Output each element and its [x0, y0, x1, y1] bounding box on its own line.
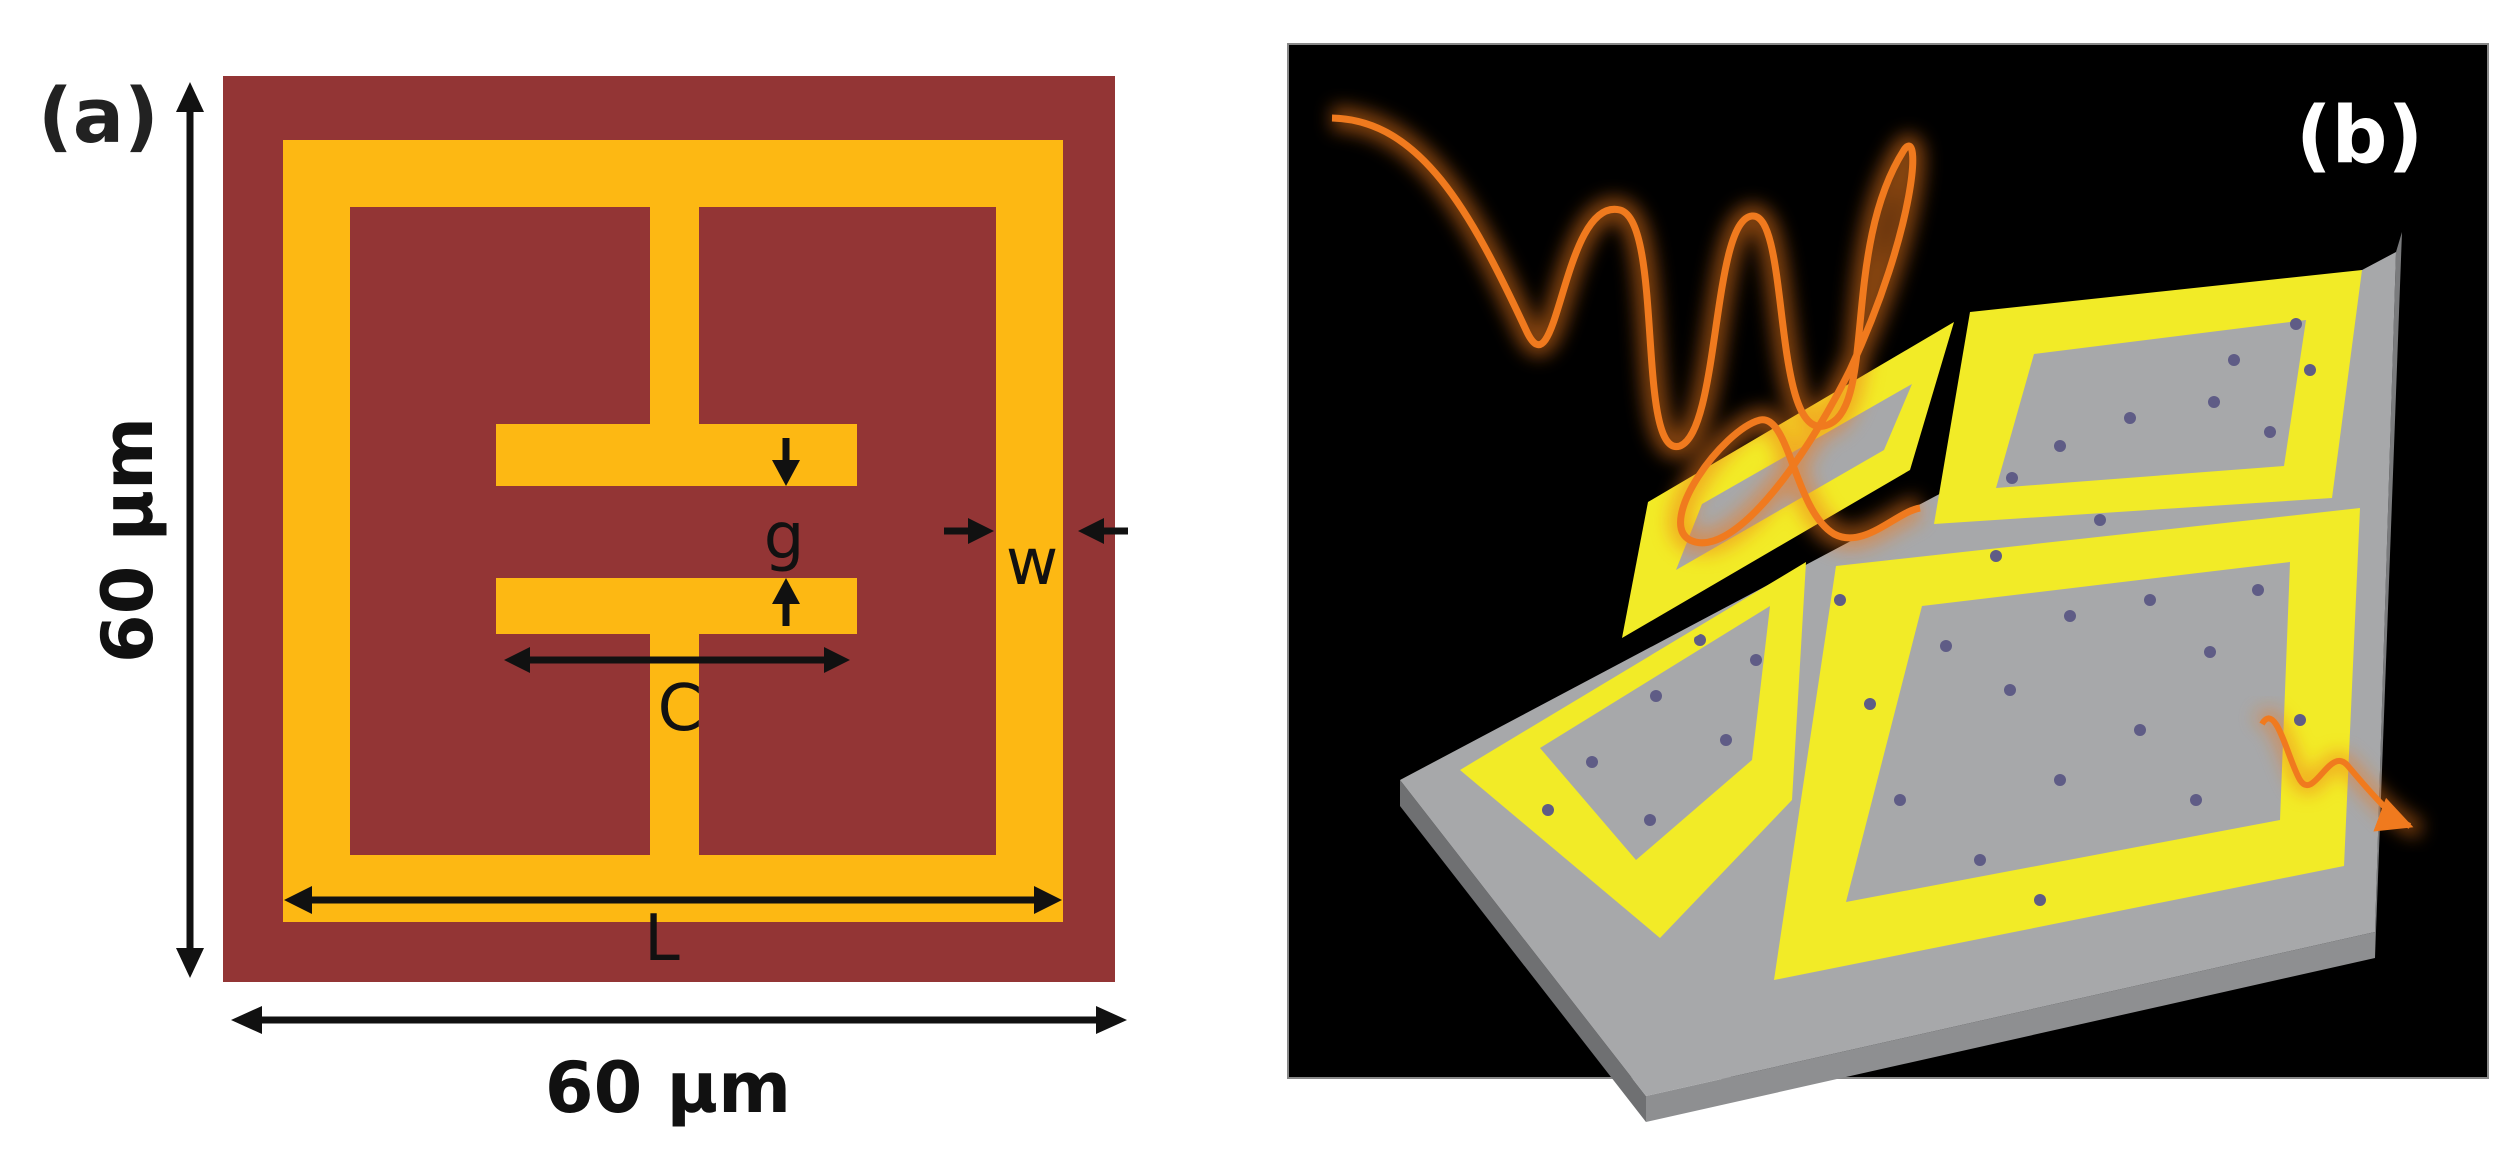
slab-front-side [1400, 780, 1646, 1122]
panel-b-label: (b) [2296, 91, 2423, 181]
resonator-metal [283, 140, 1063, 922]
incident-wave [1331, 114, 1921, 547]
gap-label: g [764, 500, 805, 574]
bottom-stem [650, 634, 699, 855]
slab-back-side [2375, 232, 2402, 958]
width-label: 60 µm [545, 1047, 791, 1129]
capacitor-label: C [658, 672, 703, 746]
wire-label: w [1006, 526, 1058, 600]
panel-a-label: (a) [38, 71, 159, 160]
transmitted-wave [2259, 715, 2414, 832]
top-capacitor-plate [496, 424, 857, 486]
arrowhead [772, 460, 800, 486]
arrowhead [231, 1006, 262, 1034]
cell-pattern [1846, 562, 2290, 902]
arrowhead [1096, 1006, 1127, 1034]
arrowhead [824, 647, 850, 673]
slab-right-side [1646, 932, 2375, 1122]
height-label: 60 µm [87, 417, 169, 663]
arrowhead [968, 518, 994, 544]
bottom-capacitor-plate [496, 578, 857, 634]
panel-a: (a) [38, 71, 1128, 1129]
top-stem [650, 207, 699, 424]
arrowhead [176, 82, 204, 112]
length-label: L [644, 902, 680, 976]
cell-pattern [1540, 606, 1770, 860]
panel-b: (b) [1287, 43, 2489, 1122]
dimension-lines [176, 82, 1128, 1034]
arrowhead [1078, 518, 1104, 544]
arrowhead [1034, 886, 1062, 914]
arrowhead [284, 886, 312, 914]
arrowhead [176, 948, 204, 978]
arrowhead [772, 578, 800, 604]
arrowhead [504, 647, 530, 673]
